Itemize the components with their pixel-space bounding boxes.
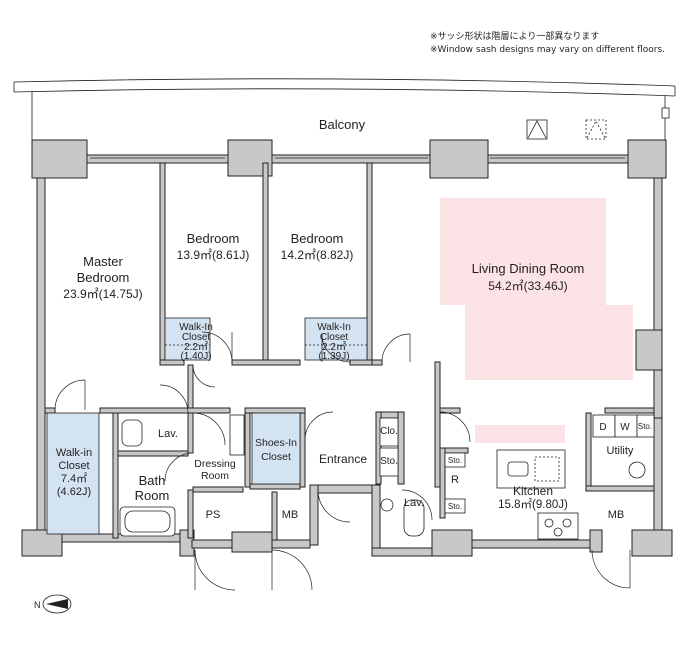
kitchen-tint	[475, 425, 565, 443]
sink-icon	[380, 498, 394, 512]
compass-icon: N	[34, 594, 72, 614]
fridge-label: R	[451, 474, 459, 486]
master-bedroom-name1: Master	[83, 254, 123, 269]
walkin2-line4: (1.39J)	[318, 351, 349, 362]
walkin-master-line4: (4.62J)	[57, 486, 91, 498]
utility-sink-icon	[628, 461, 646, 479]
walkin2-line2: Closet	[320, 332, 349, 343]
walkin-closet-master	[46, 412, 100, 535]
utility-label: Utility	[607, 445, 634, 457]
d-label: D	[599, 422, 606, 433]
sto-kitchen1-label: Sto.	[448, 456, 462, 465]
balcony-label: Balcony	[319, 117, 366, 132]
compass-north-label: N	[34, 600, 41, 610]
living-name: Living Dining Room	[472, 261, 585, 276]
entrance-label: Entrance	[319, 452, 367, 466]
walkin1-line1: Walk-In	[179, 322, 213, 333]
living-tint	[440, 198, 606, 305]
sto-hall-label: Sto.	[380, 456, 398, 467]
bedroom2-name: Bedroom	[291, 231, 344, 246]
walkin1-line4: (1.40J)	[180, 351, 211, 362]
dressing-line2: Room	[201, 470, 229, 482]
dressing-line1: Dressing	[194, 458, 236, 470]
fixtures	[119, 414, 655, 540]
mb2-label: MB	[608, 509, 625, 521]
note-japanese: ※サッシ形状は階層により一部異なります	[430, 30, 599, 42]
interior-walls	[44, 162, 655, 541]
note-english: ※Window sash designs may vary on differe…	[430, 45, 665, 55]
toilet2-icon	[403, 499, 425, 537]
balcony-area	[13, 78, 676, 140]
mb1-label: MB	[282, 509, 299, 521]
kitchen-name: Kitchen	[513, 484, 553, 498]
shoes-line2: Closet	[261, 451, 291, 463]
living-tint-lower	[465, 305, 633, 380]
bedroom2-area: 14.2㎡(8.82J)	[281, 248, 354, 262]
shoes-closet	[251, 412, 301, 485]
kitchen-area: 15.8㎡(9.80J)	[498, 498, 568, 511]
walkin2-line3: 2.2㎡	[322, 341, 346, 353]
w-label: W	[620, 422, 630, 433]
clo-label: Clo.	[380, 426, 398, 437]
walkin-closet-1	[164, 317, 211, 361]
bath-line2: Room	[135, 488, 170, 503]
master-bedroom-name2: Bedroom	[77, 270, 130, 285]
sto-utility-label: Sto.	[638, 422, 652, 431]
walkin2-line1: Walk-In	[317, 322, 351, 333]
ps-label: PS	[206, 509, 221, 521]
exterior-walls	[21, 139, 673, 557]
cooktop-icon	[537, 512, 579, 540]
walkin-master-line1: Walk-in	[56, 447, 92, 459]
shoes-line1: Shoes-In	[255, 437, 297, 449]
bath-line1: Bath	[139, 473, 166, 488]
walkin1-line2: Closet	[182, 332, 211, 343]
bedroom1-area: 13.9㎡(8.61J)	[177, 248, 250, 262]
outdoor-units	[526, 119, 607, 140]
walkin-master-line3: 7.4㎡	[61, 472, 87, 485]
master-bedroom-area: 23.9㎡(14.75J)	[63, 287, 142, 301]
sto-kitchen2-label: Sto.	[448, 502, 462, 511]
lav2-label: Lav.	[404, 497, 424, 509]
walkin1-line3: 2.2㎡	[184, 341, 208, 353]
island-icon	[496, 449, 566, 489]
walkin-closet-2	[304, 317, 368, 361]
bedroom1-name: Bedroom	[187, 231, 240, 246]
vanity-icon	[229, 414, 245, 456]
living-area: 54.2㎡(33.46J)	[488, 279, 567, 293]
walkin-master-line2: Closet	[58, 460, 89, 472]
toilet-icon	[121, 419, 143, 447]
doors	[54, 331, 631, 591]
lav1-label: Lav.	[158, 428, 178, 440]
